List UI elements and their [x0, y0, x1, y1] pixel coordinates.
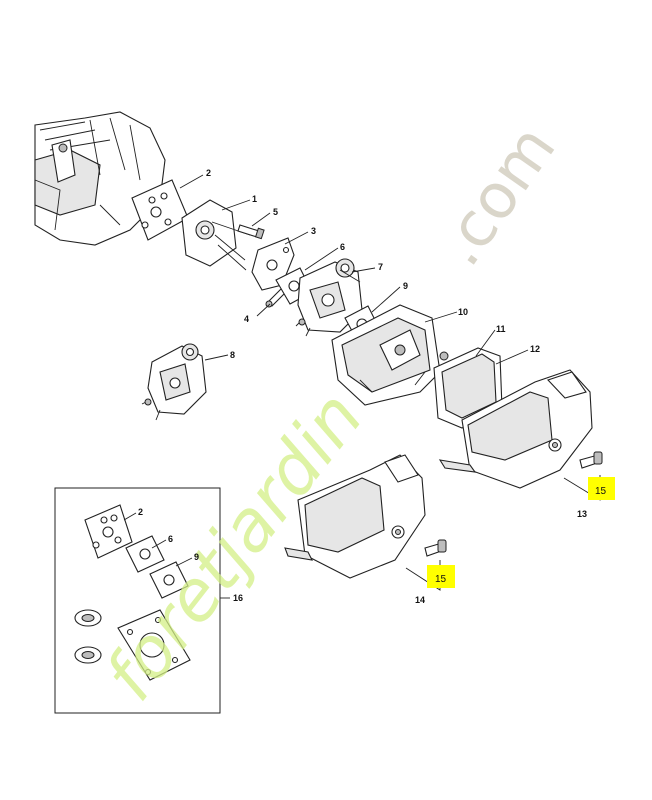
- gasket-kit-box: [54, 487, 221, 714]
- callout-5: 5: [273, 207, 278, 217]
- callout-12: 12: [530, 344, 540, 354]
- callout-10: 10: [458, 307, 468, 317]
- highlight-callout-15-center: 15: [427, 565, 455, 588]
- kit-callout-6: 6: [168, 534, 173, 544]
- engine-block: [34, 111, 166, 246]
- knob-screw-part-15-center: [424, 539, 447, 557]
- callout-9: 9: [403, 281, 408, 291]
- knob-screw-part-15-right: [579, 451, 603, 469]
- callout-14: 14: [415, 595, 425, 605]
- callout-numbers: 2 1 5 3 6 7 4 9 10 11 12 8 13 14 16 2 6 …: [138, 168, 587, 605]
- watermark-domain: .com: [422, 112, 569, 278]
- highlight-callout-15-right: 15: [588, 477, 615, 500]
- callout-2: 2: [206, 168, 211, 178]
- filter-cover-part-14: [284, 454, 426, 579]
- callout-4: 4: [244, 314, 249, 324]
- insulator-part-1: [181, 199, 251, 271]
- callout-8: 8: [230, 350, 235, 360]
- filter-cover-part-13: [438, 369, 593, 489]
- kit-callout-2: 2: [138, 507, 143, 517]
- callout-6: 6: [340, 242, 345, 252]
- screw-part-5: [237, 224, 265, 240]
- callout-7: 7: [378, 262, 383, 272]
- callout-16: 16: [233, 593, 243, 603]
- callout-15-center: 15: [435, 574, 447, 585]
- callout-15-right: 15: [595, 486, 607, 497]
- kit-callout-9: 9: [194, 552, 199, 562]
- carburetor-part-8: [141, 343, 207, 421]
- callout-leaders: [179, 174, 601, 599]
- callout-13: 13: [577, 509, 587, 519]
- callout-1: 1: [252, 194, 257, 204]
- gasket-part-2: [131, 179, 189, 241]
- callout-3: 3: [311, 226, 316, 236]
- filter-base-part-10: [331, 304, 441, 406]
- callout-11: 11: [496, 324, 506, 334]
